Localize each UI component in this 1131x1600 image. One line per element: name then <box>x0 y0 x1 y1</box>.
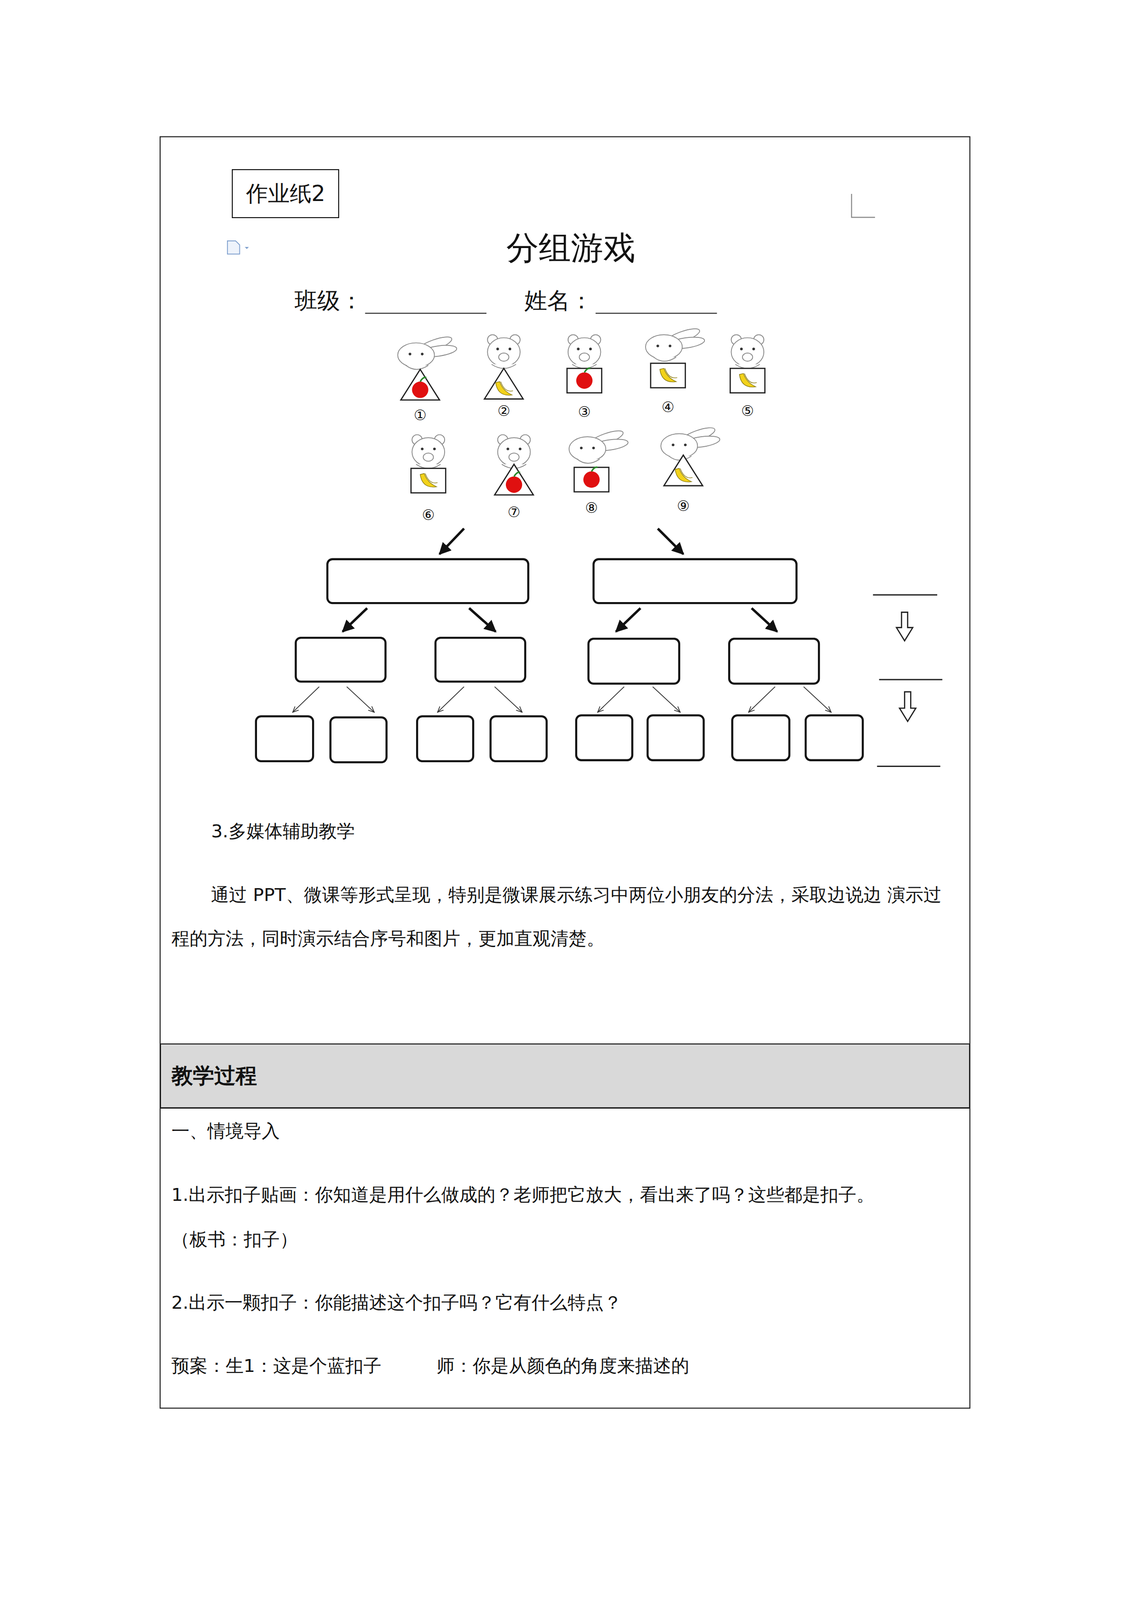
empty-box <box>327 559 529 603</box>
body-text: 预案：生1：这是个蓝扣子 <box>171 1354 382 1377</box>
callout-number: ⑤ <box>741 402 754 420</box>
callout-number: ③ <box>578 403 591 421</box>
tree-arrow <box>494 686 523 713</box>
empty-box <box>435 637 526 682</box>
animal-figure <box>484 334 524 399</box>
field-label: 姓名： <box>524 287 593 315</box>
body-paragraph: 通过 PPT、微课等形式呈现，特别是微课展示练习中两位小朋友的分法，采取边说边 … <box>171 872 957 961</box>
section-heading: 3.多媒体辅助教学 <box>210 820 355 843</box>
body-text: 师：你是从颜色的角度来描述的 <box>436 1354 690 1377</box>
empty-box <box>593 559 797 603</box>
animal-figure <box>567 334 602 393</box>
blank-line <box>365 312 487 314</box>
callout-number: ④ <box>661 398 675 416</box>
empty-box <box>805 714 863 760</box>
tree-arrow <box>751 608 778 632</box>
worksheet-tag: 作业纸2 <box>231 169 340 219</box>
tree-arrow <box>437 686 465 713</box>
tree-arrow <box>342 608 368 632</box>
side-marks <box>873 594 943 767</box>
node-text: 教学过程 <box>171 1061 257 1090</box>
corner-mark <box>851 193 875 218</box>
empty-box <box>647 714 704 760</box>
field-label: 班级： <box>294 287 363 315</box>
callout-number: ② <box>497 402 511 420</box>
empty-box <box>256 715 314 761</box>
body-text: 1.出示扣子贴画：你知道是用什么做成的？老师把它放大，看出来了吗？这些都是扣子。 <box>171 1171 962 1217</box>
empty-box <box>295 637 386 682</box>
tree-arrow <box>346 686 375 713</box>
empty-box <box>330 717 387 762</box>
body-text: 2.出示一颗扣子：你能描述这个扣子吗？它有什么特点？ <box>171 1291 622 1314</box>
table-frame <box>160 136 970 1408</box>
node-text: 作业纸2 <box>246 179 326 209</box>
animal-figure <box>494 434 534 495</box>
document-icon <box>227 240 249 255</box>
empty-box <box>576 714 633 760</box>
callout-number: ① <box>413 406 427 424</box>
section-heading: 一、情境导入 <box>171 1120 280 1142</box>
animal-figure <box>410 434 446 493</box>
empty-tree <box>256 528 863 762</box>
animal-figure <box>660 424 721 486</box>
empty-box <box>732 714 790 760</box>
tree-arrow <box>597 686 625 713</box>
empty-box <box>588 638 680 684</box>
tree-arrow <box>803 686 832 713</box>
empty-box <box>490 715 547 761</box>
blank-line <box>595 312 717 314</box>
callout-number: ⑧ <box>585 499 599 517</box>
callout-number: ⑨ <box>676 497 690 515</box>
animal-figure <box>645 325 706 388</box>
body-text: （板书：扣子） <box>171 1228 298 1251</box>
tree-arrow <box>748 686 776 713</box>
worksheet-title: 分组游戏 <box>506 228 636 268</box>
callout-number: ⑦ <box>507 503 521 521</box>
tree-arrow <box>469 608 496 632</box>
section-band: 教学过程 <box>160 1043 970 1108</box>
animal-figure <box>730 334 765 393</box>
tree-arrow <box>616 608 641 632</box>
animal-figures <box>397 325 765 495</box>
empty-box <box>417 715 474 761</box>
tree-arrow <box>292 686 320 713</box>
animal-figure <box>397 333 458 400</box>
animal-figure <box>569 427 629 492</box>
callout-number: ⑥ <box>421 506 435 524</box>
tree-arrow <box>652 686 681 713</box>
empty-box <box>729 638 819 684</box>
tree-arrow <box>439 528 465 554</box>
tree-arrow <box>657 528 684 554</box>
